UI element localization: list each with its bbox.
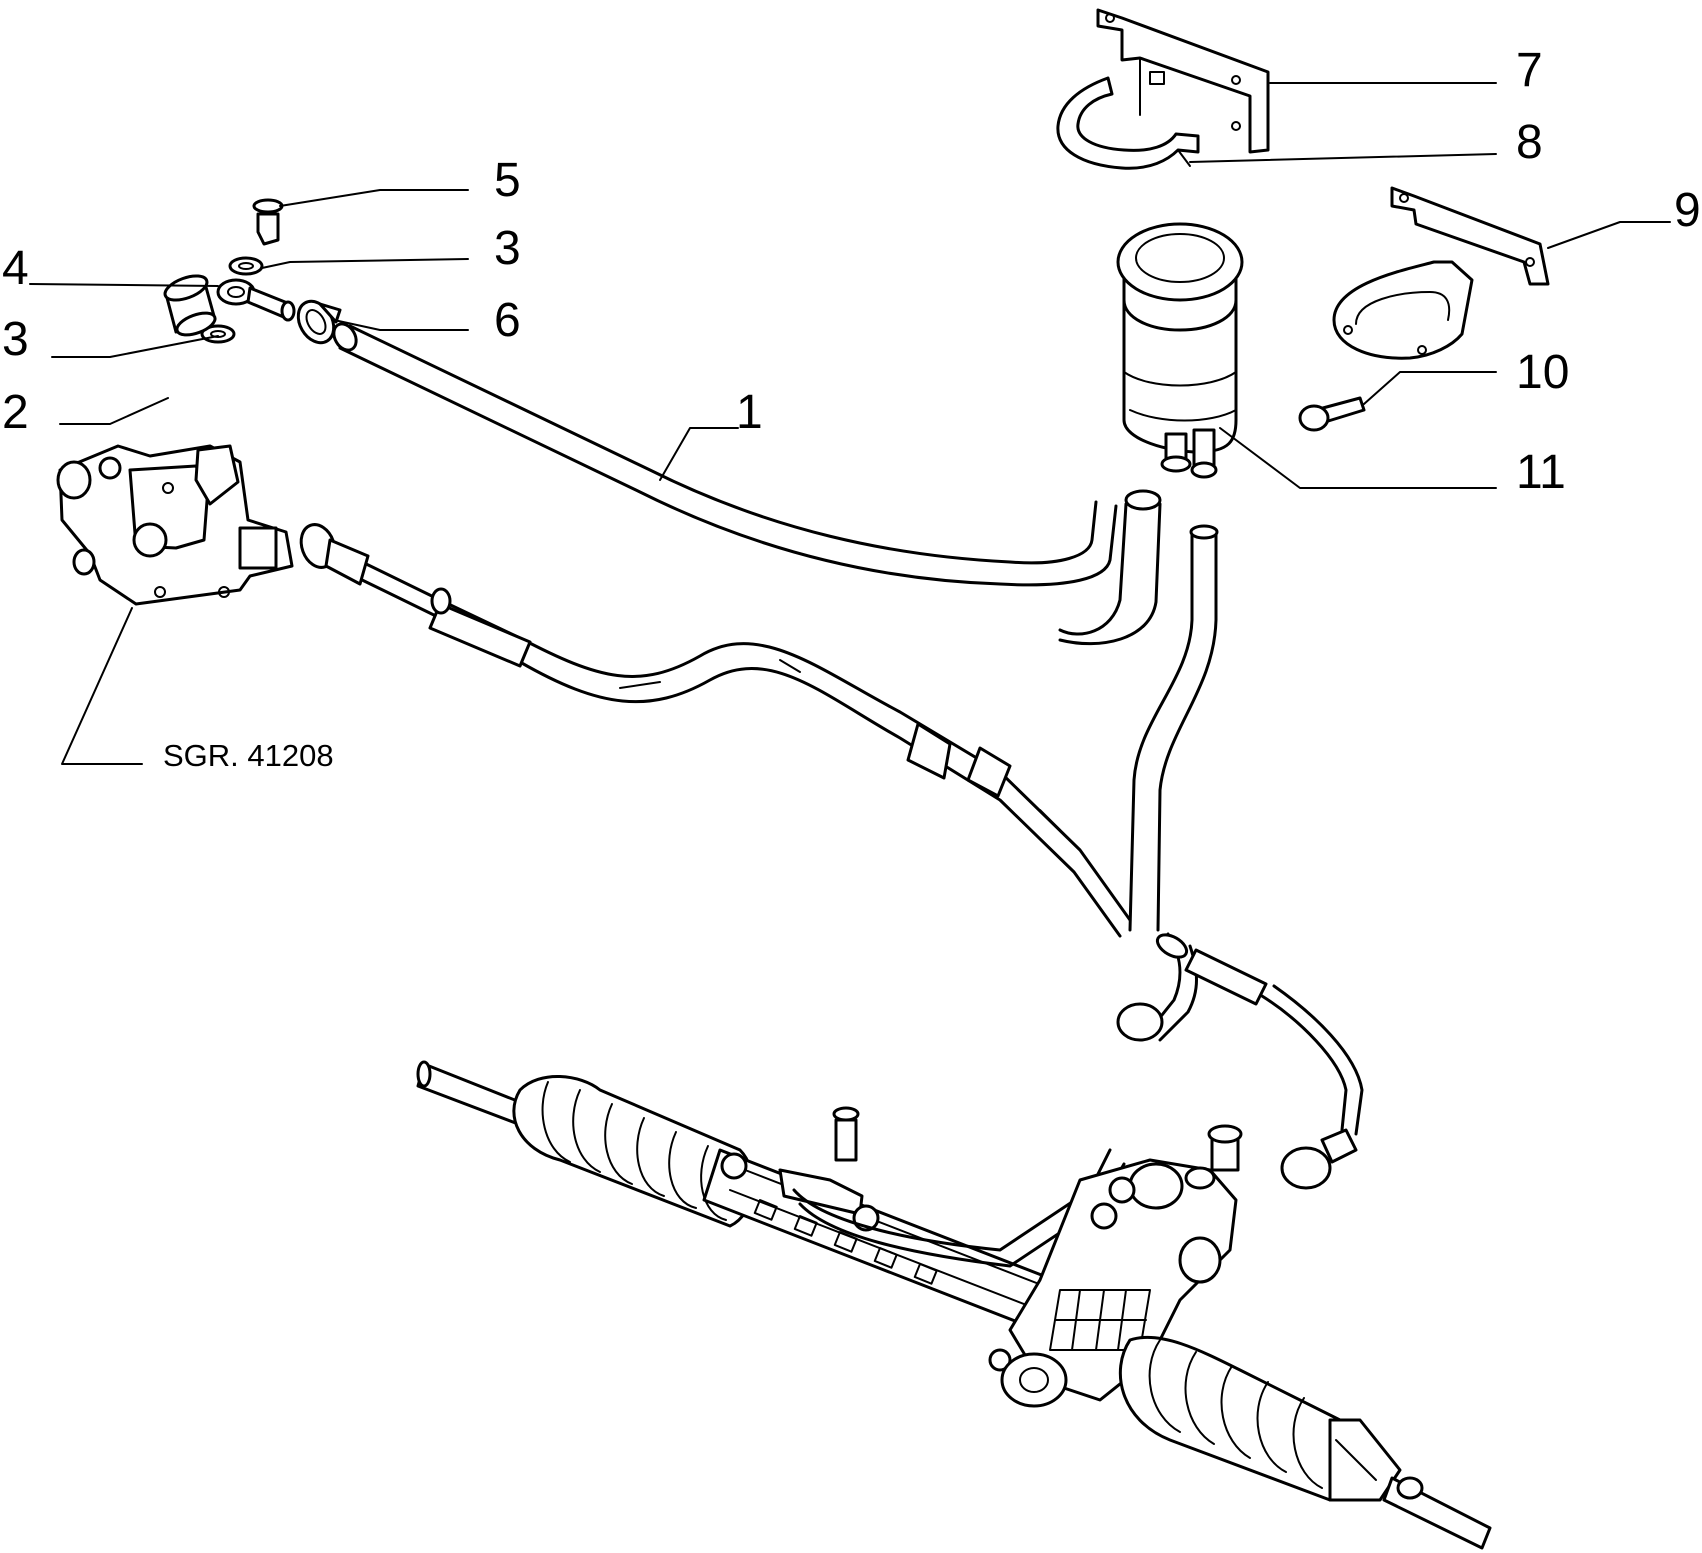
callout-8: 8 — [1516, 116, 1543, 169]
callout-3-lower: 3 — [2, 313, 29, 366]
part-4-banjo-fitting — [216, 278, 296, 322]
power-steering-pump — [56, 444, 294, 606]
callout-7: 7 — [1516, 44, 1543, 97]
callout-5: 5 — [494, 154, 521, 207]
part-11-reservoir — [1116, 222, 1244, 479]
pressure-hose — [356, 558, 1132, 938]
callout-9: 9 — [1674, 184, 1701, 237]
leader-4 — [29, 283, 219, 287]
callout-10: 10 — [1516, 346, 1569, 399]
leader-3b — [51, 335, 219, 358]
leader-9 — [1547, 221, 1671, 249]
leader-8 — [1189, 153, 1497, 163]
leader-10 — [1363, 371, 1497, 405]
callout-4: 4 — [2, 242, 29, 295]
leader-lines — [29, 82, 1671, 765]
leader-11 — [1219, 427, 1497, 489]
pump-outlet-fitting — [299, 523, 370, 586]
part-2-union — [163, 274, 217, 337]
part-3-washer-upper — [228, 256, 264, 276]
leader-6 — [333, 319, 469, 331]
callout-2: 2 — [2, 386, 29, 439]
steering-rack — [416, 1060, 1492, 1550]
part-7-bracket — [1096, 8, 1270, 154]
leader-2 — [59, 397, 169, 425]
part-9-bracket — [1332, 186, 1550, 360]
part-5-banjo-bolt — [252, 198, 284, 246]
part-1-hose — [332, 322, 1162, 646]
reference-label: SGR. 41208 — [163, 738, 334, 773]
callout-6: 6 — [494, 294, 521, 347]
leader-3a — [261, 258, 469, 269]
part-8-clamp — [1056, 76, 1200, 170]
part-6-hose-clamp — [296, 299, 342, 345]
callout-11: 11 — [1516, 446, 1566, 499]
callout-3-upper: 3 — [494, 222, 521, 275]
callout-1: 1 — [736, 386, 763, 439]
leader-1 — [659, 427, 739, 481]
leader-sgr — [61, 607, 143, 765]
return-hose — [1128, 524, 1219, 932]
part-10-bolt — [1298, 396, 1366, 432]
leader-5 — [279, 189, 469, 207]
rack-feed-hoses — [1116, 932, 1364, 1190]
